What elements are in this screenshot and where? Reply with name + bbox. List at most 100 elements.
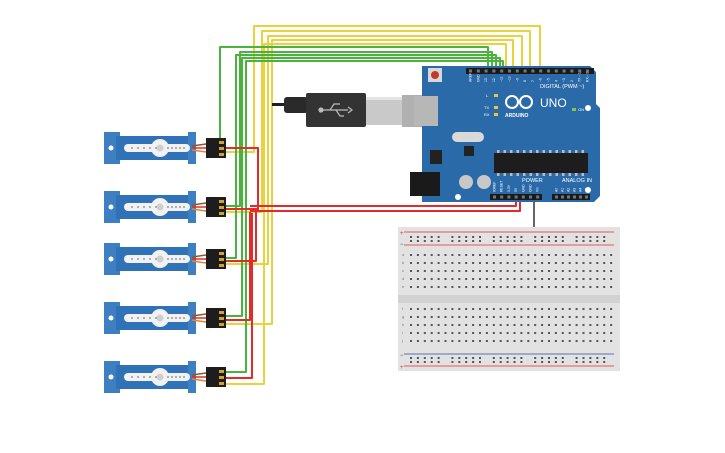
analog-pin-0[interactable] [555, 195, 558, 199]
terminal-hole[interactable] [479, 270, 481, 272]
terminal-hole[interactable] [520, 324, 523, 326]
rail-hole[interactable] [513, 357, 516, 359]
terminal-hole[interactable] [554, 286, 557, 288]
terminal-hole[interactable] [423, 316, 426, 318]
rail-hole[interactable] [520, 236, 523, 238]
rail-hole[interactable] [561, 236, 564, 238]
rail-hole[interactable] [506, 236, 509, 238]
terminal-hole[interactable] [458, 324, 461, 326]
rail-hole[interactable] [548, 361, 550, 363]
rail-hole[interactable] [513, 236, 516, 238]
terminal-hole[interactable] [499, 262, 502, 264]
terminal-hole[interactable] [458, 254, 461, 256]
terminal-hole[interactable] [506, 278, 509, 280]
rail-hole[interactable] [479, 240, 481, 242]
rail-hole[interactable] [541, 361, 544, 363]
terminal-hole[interactable] [444, 332, 447, 334]
terminal-hole[interactable] [492, 332, 495, 334]
rail-hole[interactable] [541, 236, 544, 238]
digital-pin-3[interactable] [492, 69, 496, 73]
terminal-hole[interactable] [561, 340, 564, 342]
terminal-hole[interactable] [423, 278, 426, 280]
terminal-hole[interactable] [527, 308, 530, 310]
terminal-hole[interactable] [423, 340, 426, 342]
servo-motor[interactable] [104, 243, 226, 275]
terminal-hole[interactable] [548, 332, 550, 334]
terminal-hole[interactable] [416, 278, 419, 280]
terminal-hole[interactable] [430, 286, 433, 288]
terminal-hole[interactable] [561, 270, 564, 272]
rail-hole[interactable] [561, 361, 564, 363]
rail-hole[interactable] [554, 236, 557, 238]
terminal-hole[interactable] [479, 316, 481, 318]
digital-pin-1[interactable] [476, 69, 480, 73]
power-wire-3[interactable] [226, 210, 257, 262]
terminal-hole[interactable] [568, 340, 571, 342]
terminal-hole[interactable] [451, 308, 454, 310]
terminal-hole[interactable] [479, 278, 481, 280]
rail-hole[interactable] [465, 361, 468, 363]
terminal-hole[interactable] [423, 286, 426, 288]
rail-hole[interactable] [603, 357, 606, 359]
rail-hole[interactable] [575, 357, 578, 359]
rail-hole[interactable] [423, 357, 426, 359]
terminal-hole[interactable] [465, 324, 468, 326]
signal-wire-4[interactable] [226, 39, 514, 325]
terminal-hole[interactable] [485, 278, 488, 280]
terminal-hole[interactable] [437, 308, 440, 310]
terminal-hole[interactable] [541, 332, 544, 334]
rail-hole[interactable] [603, 361, 606, 363]
terminal-hole[interactable] [554, 316, 557, 318]
rail-hole[interactable] [582, 361, 585, 363]
terminal-hole[interactable] [610, 262, 613, 264]
rail-hole[interactable] [499, 361, 502, 363]
terminal-hole[interactable] [603, 332, 606, 334]
rail-hole[interactable] [554, 361, 557, 363]
terminal-hole[interactable] [548, 308, 550, 310]
terminal-hole[interactable] [610, 286, 613, 288]
terminal-hole[interactable] [603, 254, 606, 256]
terminal-hole[interactable] [485, 316, 488, 318]
terminal-hole[interactable] [423, 254, 426, 256]
rail-hole[interactable] [492, 361, 495, 363]
rail-hole[interactable] [596, 240, 599, 242]
rail-hole[interactable] [437, 240, 440, 242]
terminal-hole[interactable] [589, 324, 592, 326]
terminal-hole[interactable] [458, 316, 461, 318]
rail-hole[interactable] [458, 357, 461, 359]
terminal-hole[interactable] [548, 278, 550, 280]
rail-hole[interactable] [541, 240, 544, 242]
terminal-hole[interactable] [472, 278, 475, 280]
terminal-hole[interactable] [423, 308, 426, 310]
rail-hole[interactable] [479, 236, 481, 238]
terminal-hole[interactable] [465, 316, 468, 318]
terminal-hole[interactable] [458, 270, 461, 272]
terminal-hole[interactable] [458, 278, 461, 280]
terminal-hole[interactable] [534, 332, 537, 334]
terminal-hole[interactable] [582, 270, 585, 272]
terminal-hole[interactable] [548, 262, 550, 264]
terminal-hole[interactable] [430, 308, 433, 310]
terminal-hole[interactable] [451, 262, 454, 264]
terminal-hole[interactable] [410, 270, 412, 272]
terminal-hole[interactable] [499, 286, 502, 288]
rail-hole[interactable] [416, 361, 419, 363]
terminal-hole[interactable] [437, 278, 440, 280]
power-wire-1[interactable] [226, 147, 259, 210]
terminal-hole[interactable] [437, 262, 440, 264]
rail-hole[interactable] [437, 361, 440, 363]
terminal-hole[interactable] [485, 270, 488, 272]
terminal-hole[interactable] [458, 308, 461, 310]
rail-hole[interactable] [451, 361, 454, 363]
rail-hole[interactable] [499, 236, 502, 238]
terminal-hole[interactable] [561, 262, 564, 264]
rail-hole[interactable] [499, 240, 502, 242]
digital-pin-15[interactable] [586, 69, 589, 73]
rail-hole[interactable] [534, 236, 537, 238]
rail-hole[interactable] [506, 240, 509, 242]
digital-pin-5[interactable] [508, 69, 511, 73]
terminal-hole[interactable] [554, 340, 557, 342]
terminal-hole[interactable] [437, 254, 440, 256]
terminal-hole[interactable] [527, 286, 530, 288]
